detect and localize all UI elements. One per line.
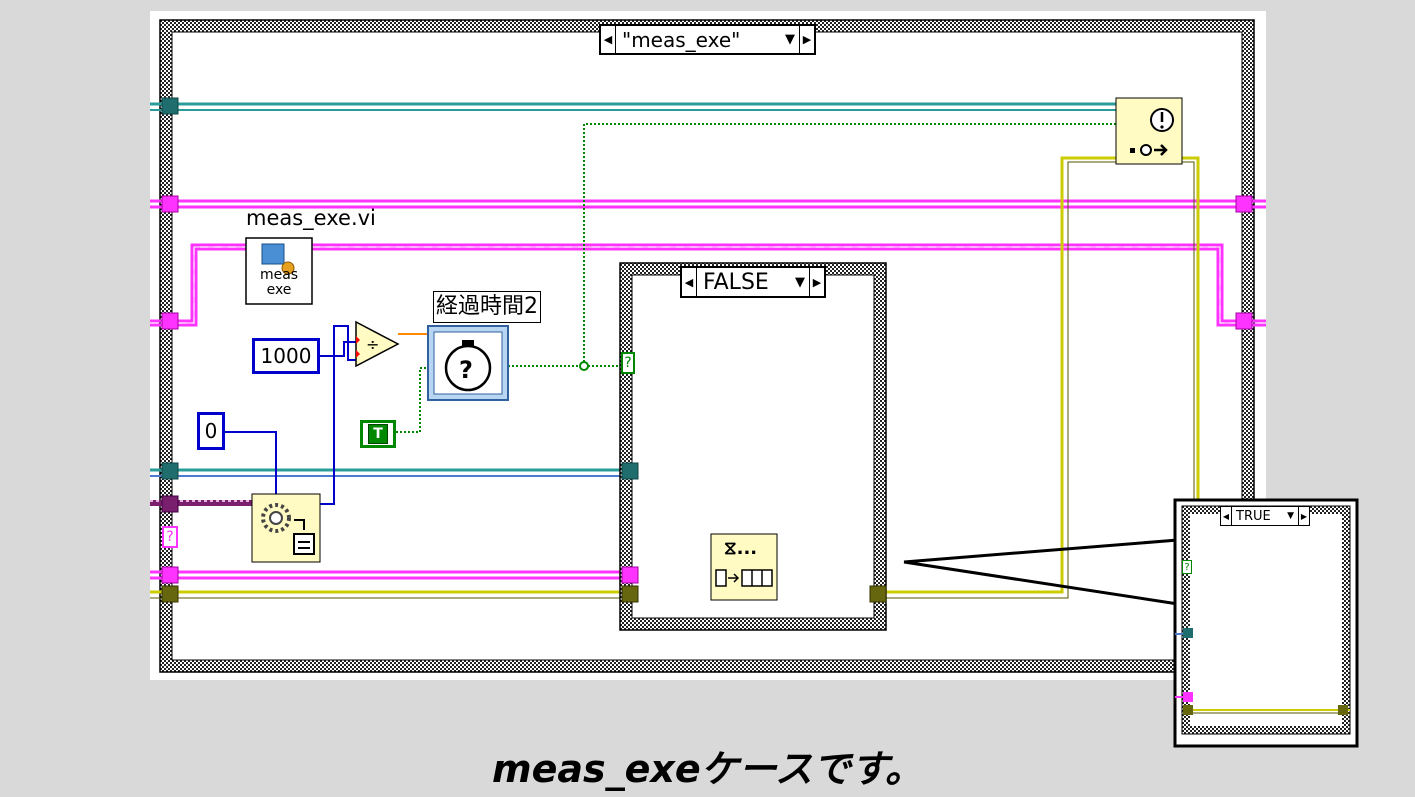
boolean-true-glyph: T: [368, 424, 388, 444]
svg-text:?: ?: [459, 356, 473, 384]
numeric-constant-1000[interactable]: 1000: [252, 338, 320, 374]
inner-selector-next-icon[interactable]: ▶: [809, 268, 824, 296]
meas-exe-subvi-icon[interactable]: [245, 237, 313, 305]
inner-terminal-glyph: ?: [624, 355, 632, 371]
pink-wire-upper[interactable]: [150, 199, 1266, 209]
inset-selector-prev-icon[interactable]: ◀: [1221, 507, 1232, 525]
inset-case-selector-terminal[interactable]: ?: [1182, 560, 1192, 574]
elapsed-time-label: 経過時間2: [433, 291, 541, 323]
pink-tunnel-right-1: [1235, 195, 1253, 213]
left-pink-terminal[interactable]: ?: [162, 526, 178, 548]
purple-tunnel-left: [161, 495, 179, 513]
pink-tunnel-right-2: [1235, 312, 1253, 330]
selector-prev-icon[interactable]: ◀: [601, 26, 616, 53]
inner-error-tunnel-left: [621, 585, 639, 603]
numeric-constant-zero[interactable]: 0: [197, 412, 225, 450]
subvi-icon-line1: meas: [259, 267, 299, 283]
configure-node[interactable]: [251, 493, 321, 563]
callout-lines: [903, 538, 1179, 606]
teal-tunnel-left-2: [161, 462, 179, 480]
enqueue-node-label: ⧖...: [724, 538, 758, 559]
inner-chevron-down-icon[interactable]: ▼: [795, 274, 805, 290]
inner-pink-tunnel: [621, 566, 639, 584]
pink-wire-mid[interactable]: [150, 243, 1266, 327]
inset-chevron-down-icon[interactable]: ▼: [1287, 511, 1294, 521]
pink-tunnel-left-2: [161, 312, 179, 330]
inset-true-case: [1173, 498, 1359, 748]
teal-wire-top[interactable]: [150, 102, 1120, 111]
pink-tunnel-left-1: [161, 195, 179, 213]
enqueue-node[interactable]: [710, 533, 778, 601]
svg-text:÷: ÷: [366, 335, 379, 354]
outer-case-selector[interactable]: ◀ "meas_exe" ▼ ▶: [599, 24, 816, 55]
inner-error-tunnel-right: [869, 585, 887, 603]
left-terminal-glyph: ?: [166, 529, 174, 545]
inset-terminal-glyph: ?: [1184, 561, 1190, 573]
error-tunnel-left: [161, 585, 179, 603]
subvi-caption: meas_exe.vi: [246, 206, 376, 230]
inner-teal-tunnel: [621, 462, 639, 480]
inner-selector-prev-icon[interactable]: ◀: [682, 268, 697, 296]
boolean-true-constant[interactable]: T: [360, 420, 396, 448]
divide-node[interactable]: ÷: [355, 320, 400, 368]
subvi-icon-line2: exe: [266, 282, 292, 298]
inner-case-selector[interactable]: ◀ FALSE ▼ ▶: [680, 266, 826, 298]
inset-case-selector[interactable]: ◀ TRUE ▼ ▶: [1220, 506, 1310, 526]
green-boolean-wire[interactable]: [396, 123, 1118, 433]
blue-numeric-wires[interactable]: [224, 325, 356, 505]
inner-case-selector-label: FALSE: [703, 269, 769, 295]
elapsed-time-node[interactable]: ?: [427, 325, 509, 401]
numeric-constant-zero-value: 0: [204, 419, 218, 443]
outer-case-selector-label: "meas_exe": [622, 27, 741, 52]
numeric-constant-1000-value: 1000: [260, 344, 312, 368]
inner-case-selector-terminal[interactable]: ?: [621, 352, 635, 374]
inset-selector-next-icon[interactable]: ▶: [1298, 507, 1309, 525]
chevron-down-icon[interactable]: ▼: [785, 32, 795, 47]
teal-tunnel-top-left: [161, 97, 179, 115]
error-handler-node[interactable]: [1115, 97, 1183, 165]
slide-caption: meas_exeケースです。: [492, 747, 923, 791]
inset-case-selector-label: TRUE: [1236, 508, 1271, 524]
pink-tunnel-left-3: [161, 566, 179, 584]
selector-next-icon[interactable]: ▶: [799, 26, 814, 53]
